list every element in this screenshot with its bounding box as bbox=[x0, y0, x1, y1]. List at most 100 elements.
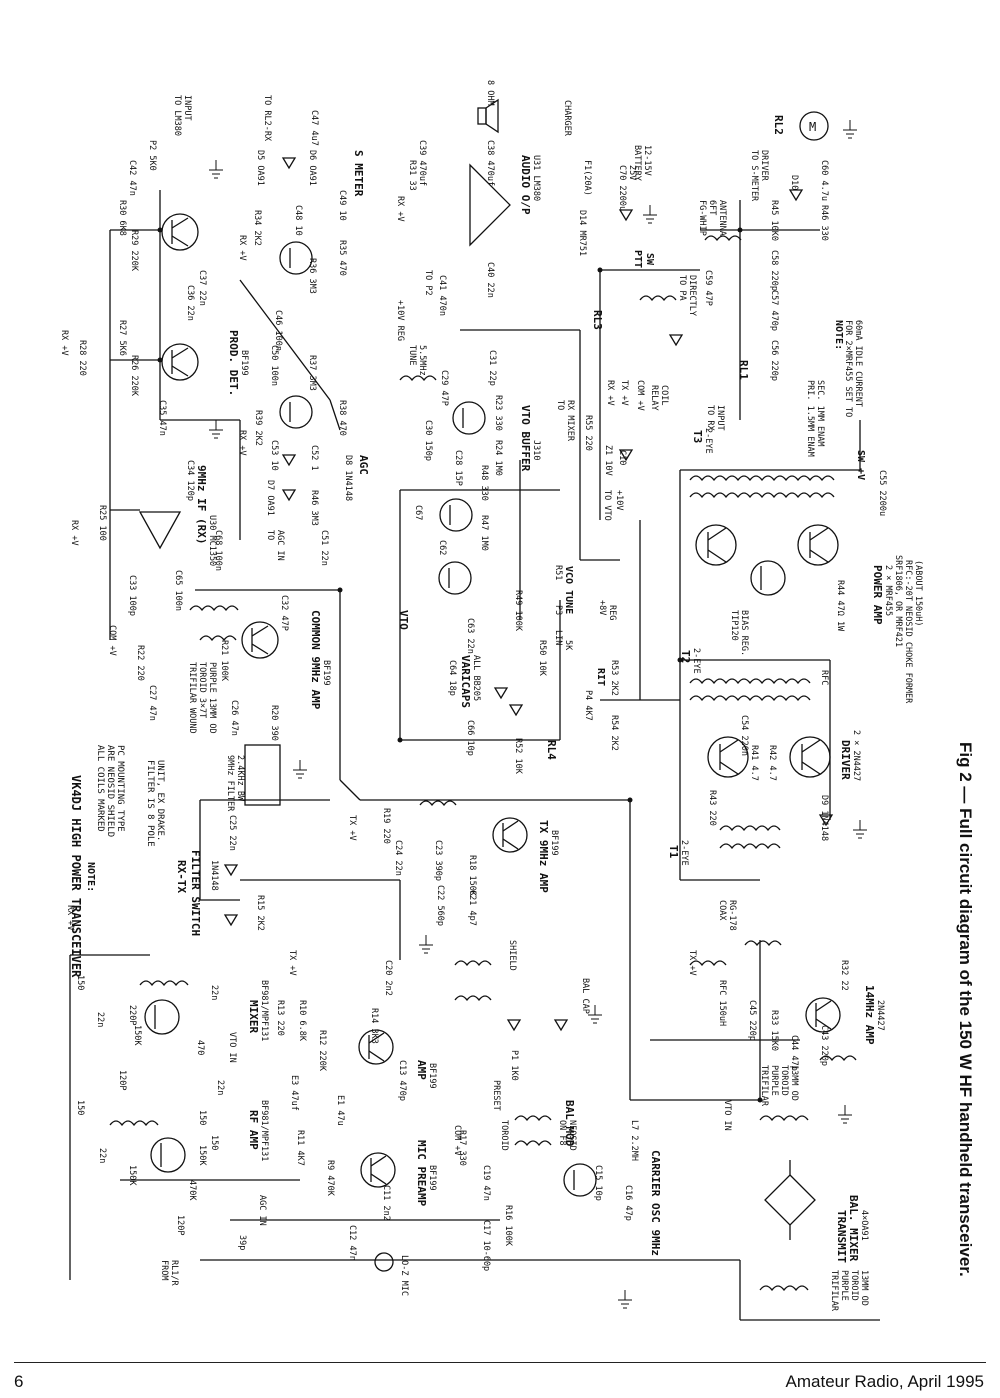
comp-d8: D8 1N4148 bbox=[343, 455, 353, 501]
rx-v-label: RX +V bbox=[59, 330, 69, 356]
comp-r34: R34 2K2 bbox=[252, 210, 262, 246]
lm380-input-label: INPUT bbox=[182, 95, 192, 121]
comp-r23: R23 330 bbox=[493, 395, 503, 431]
filter-label: 9MHz FILTER bbox=[225, 755, 235, 812]
comp-c60: C60 4.7u bbox=[819, 160, 829, 201]
varicaps-label: VARICAPS bbox=[459, 655, 472, 708]
rx-mixer-label: TO bbox=[555, 400, 565, 410]
comp-r25: R25 100 bbox=[97, 505, 107, 541]
t3-spec: 2-EYE bbox=[703, 428, 713, 454]
t3-label: T3 bbox=[691, 430, 704, 443]
vto-in-label: VTO IN bbox=[227, 1032, 237, 1063]
comp-c67: C67 bbox=[413, 505, 423, 520]
comp-c17: C17 10-60p bbox=[481, 1220, 491, 1271]
comp-c65: C65 100n bbox=[173, 570, 183, 611]
comp-c56: C56 220p bbox=[769, 340, 779, 381]
rx-mixer-label: RX MIXER bbox=[565, 400, 575, 442]
rit-label: RIT bbox=[595, 668, 606, 686]
comp-c42: C42 47n bbox=[127, 160, 137, 196]
comp-c13: C13 470p bbox=[397, 1060, 407, 1101]
tri-note: PURPLE 13MM OD bbox=[207, 662, 217, 734]
comp-r11: R11 4K7 bbox=[295, 1130, 305, 1166]
relay-coil-label: COIL bbox=[659, 385, 669, 405]
bias-reg-label: BIAS REG. bbox=[739, 610, 749, 656]
comp-c24: C24 22n bbox=[393, 840, 403, 876]
relay-rl1: RL1 bbox=[737, 360, 750, 380]
comp-c28: C28 15P bbox=[453, 450, 463, 486]
tx-amp-label: TX 9MHz AMP bbox=[537, 820, 550, 893]
frame-wires bbox=[69, 954, 880, 1321]
comp-c22n: 22n bbox=[97, 1148, 107, 1163]
comp-c59: C59 47P bbox=[703, 270, 713, 306]
amp-transistor: BF199 bbox=[427, 1063, 437, 1089]
filter-switch-label: FILTER SWITCH bbox=[189, 850, 202, 936]
amp-14mhz-transistor: 2N4427 bbox=[875, 1000, 885, 1031]
transmit-label: TRANSMIT bbox=[835, 1210, 848, 1263]
com-v-label: COM +V bbox=[107, 625, 117, 656]
pa-note: FOR 2×MRF455 SET TO bbox=[843, 320, 853, 417]
vto-10v-label: TO VTO bbox=[602, 490, 612, 521]
lin-label: LIN bbox=[553, 630, 563, 645]
antenna-label: 6FT bbox=[707, 200, 717, 215]
comp-c22n: 22n bbox=[95, 1012, 105, 1027]
preset-label: PRESET bbox=[491, 1080, 501, 1111]
comp-c54: C54 220n bbox=[739, 715, 749, 756]
rx-v-label: RX +V bbox=[69, 520, 79, 546]
note-line: ALL COILS MARKED bbox=[95, 745, 105, 832]
comp-r18: R18 150K bbox=[467, 855, 477, 897]
comp-f1: F1(20A) bbox=[582, 160, 592, 196]
comp-d7: D7 OA91 bbox=[265, 480, 275, 516]
ptt-label: PTT bbox=[632, 250, 643, 268]
comp-d5: D5 OA91 bbox=[255, 150, 265, 186]
comp-r150: 150 bbox=[197, 1110, 207, 1125]
p4-label: P4 4K7 bbox=[583, 690, 593, 721]
comp-r19: R19 220 bbox=[381, 808, 391, 844]
relay-rl4: RL4 bbox=[545, 740, 558, 760]
vco-tune-label: VCO TUNE bbox=[563, 566, 574, 614]
comp-r31: R31 33 bbox=[407, 160, 417, 191]
antenna-label: FG-WHIP bbox=[697, 200, 707, 236]
meter-rl2: M bbox=[799, 111, 829, 141]
comp-r470k: 470K bbox=[187, 1180, 197, 1201]
pri-note: SEC. 1MM ENAM bbox=[815, 380, 825, 447]
comp-r27: R27 5K6 bbox=[117, 320, 127, 356]
vto-10v-label: +10V bbox=[614, 490, 624, 510]
footer-rule bbox=[14, 1362, 986, 1363]
comp-c47: C47 4u7 bbox=[309, 110, 319, 146]
neosid-label: ON F8 bbox=[557, 1120, 567, 1146]
junction-dots bbox=[157, 227, 763, 1103]
p3-label: P3 bbox=[553, 605, 563, 615]
comp-d10: D10 bbox=[789, 175, 799, 190]
comp-c53: C53 10 bbox=[269, 440, 279, 471]
comp-r24: R24 1M0 bbox=[493, 440, 503, 476]
filter-note: UNIT, EX DRAKE. bbox=[155, 760, 165, 841]
comp-c22n: 22n bbox=[209, 985, 219, 1000]
trifilar-label: PURPLE bbox=[769, 1065, 779, 1096]
vto-in-label: VTO IN bbox=[722, 1100, 732, 1131]
tri-note: TOROID 3×7T bbox=[197, 662, 207, 718]
comp-r52: R52 10K bbox=[513, 738, 523, 775]
5k-label: 5K bbox=[563, 640, 573, 651]
t2-spec: 2-EYE bbox=[691, 648, 701, 674]
rx-v-label: RX +V bbox=[237, 430, 247, 456]
relay-rl3: RL3 bbox=[591, 310, 604, 330]
trifilar-label: TOROID bbox=[779, 1065, 789, 1096]
comp-p1: P1 1K0 bbox=[509, 1050, 519, 1081]
prod-det-transistor: BF199 bbox=[239, 350, 249, 376]
rfc-note: RFC:-20T NEOSID CHOKE FORMER bbox=[903, 560, 913, 704]
comp-c40: C40 22n bbox=[485, 262, 495, 298]
comp-c70: C70 2200u bbox=[617, 165, 627, 211]
coax-label: COAX bbox=[717, 900, 727, 921]
tx-v-label: TX +V bbox=[347, 815, 357, 841]
comp-r45: R45 10K0 bbox=[769, 200, 779, 241]
comp-r10: R10 6.8K bbox=[297, 1000, 307, 1042]
rf-amp-label: RF AMP bbox=[247, 1110, 260, 1150]
comp-c38: C38 470uf bbox=[485, 140, 495, 186]
relay-coil-label: RELAY bbox=[649, 385, 659, 411]
comp-r22: R22 220 bbox=[135, 645, 145, 681]
diodes bbox=[223, 157, 834, 1032]
trifilar-label: 13MM OD bbox=[859, 1270, 869, 1306]
power-amp-transistor: 2 × MRF455 bbox=[883, 565, 893, 616]
mixer-transistor: BF981/MPF131 bbox=[259, 980, 269, 1041]
comp-c22n: 22n bbox=[215, 1080, 225, 1095]
